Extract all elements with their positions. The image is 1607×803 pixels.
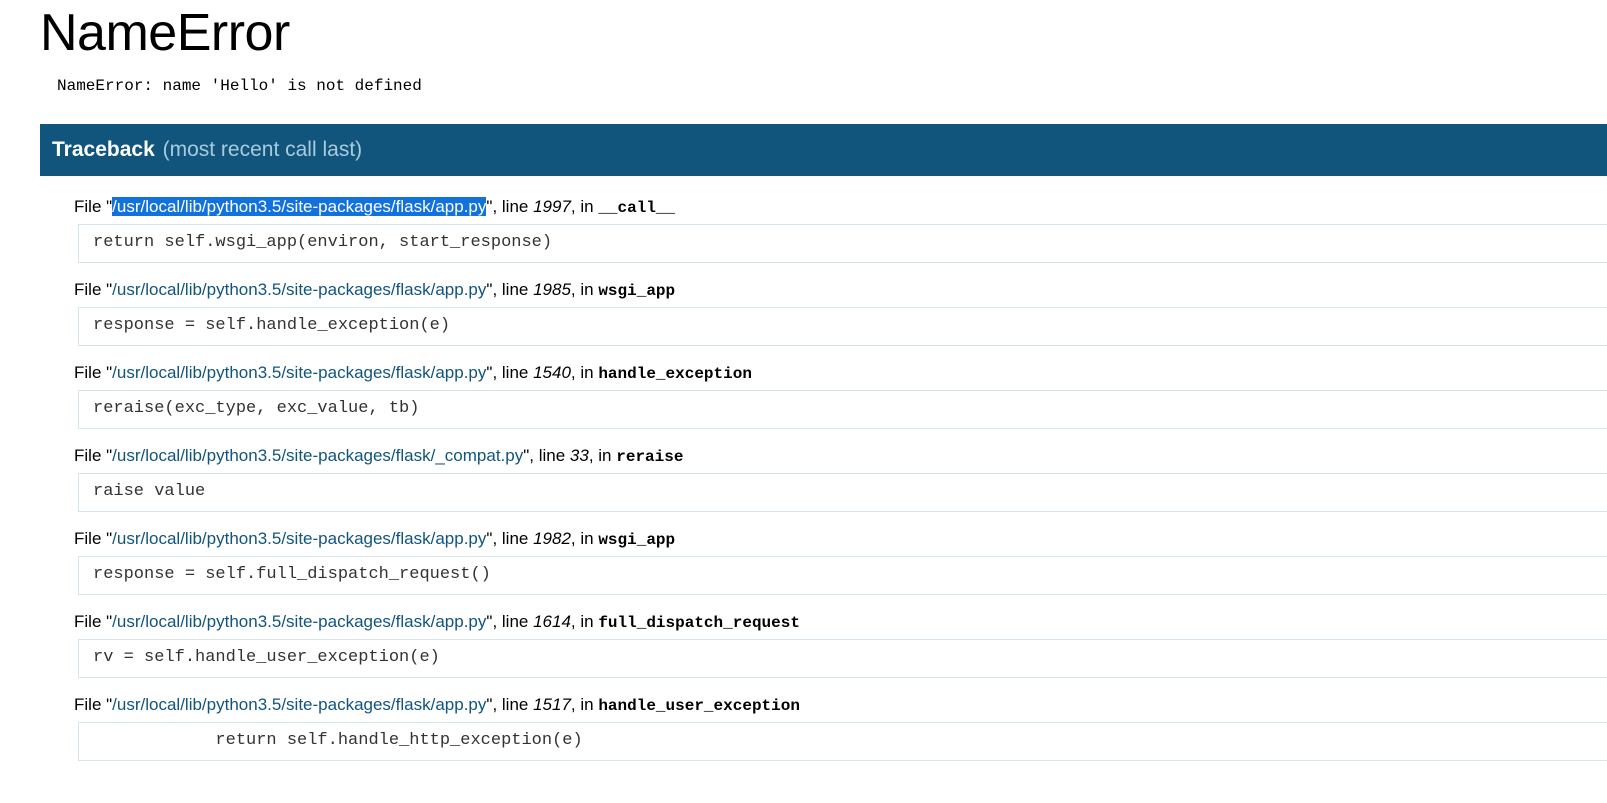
frame-line-label: , line xyxy=(492,695,534,714)
frame-function-name: full_dispatch_request xyxy=(598,614,800,632)
frame-file-path[interactable]: /usr/local/lib/python3.5/site-packages/f… xyxy=(112,363,487,382)
frame-line-number: 33 xyxy=(569,446,589,465)
frame-line-number: 1540 xyxy=(533,363,571,382)
traceback-frame: File "/usr/local/lib/python3.5/site-pack… xyxy=(40,694,1607,761)
frame-header[interactable]: File "/usr/local/lib/python3.5/site-pack… xyxy=(74,362,1607,390)
frame-line-number: 1982 xyxy=(533,529,571,548)
frame-in-label: , in xyxy=(570,612,599,631)
frame-quote-open: " xyxy=(106,695,113,714)
exception-summary: NameError: name 'Hello' is not defined xyxy=(57,77,422,95)
frame-file-label: File xyxy=(74,695,107,714)
frame-source-line: response = self.handle_exception(e) xyxy=(78,307,1607,346)
frame-line-label: , line xyxy=(492,197,534,216)
frame-quote-close: " xyxy=(486,695,493,714)
frame-quote-open: " xyxy=(106,197,113,216)
frame-function-name: handle_user_exception xyxy=(598,697,800,715)
frame-in-label: , in xyxy=(570,529,599,548)
traceback-frame: File "/usr/local/lib/python3.5/site-pack… xyxy=(40,279,1607,346)
frame-function-name: wsgi_app xyxy=(598,531,676,549)
frame-source-line: return self.wsgi_app(environ, start_resp… xyxy=(78,224,1607,263)
frame-line-label: , line xyxy=(492,363,534,382)
frame-quote-open: " xyxy=(106,612,113,631)
frame-header[interactable]: File "/usr/local/lib/python3.5/site-pack… xyxy=(74,445,1607,473)
frame-line-label: , line xyxy=(492,612,534,631)
frame-quote-close: " xyxy=(486,363,493,382)
frame-file-path[interactable]: /usr/local/lib/python3.5/site-packages/f… xyxy=(112,197,487,216)
traceback-frame: File "/usr/local/lib/python3.5/site-pack… xyxy=(40,445,1607,512)
frame-file-label: File xyxy=(74,280,107,299)
frame-header[interactable]: File "/usr/local/lib/python3.5/site-pack… xyxy=(74,528,1607,556)
frame-line-number: 1985 xyxy=(533,280,571,299)
frame-in-label: , in xyxy=(588,446,617,465)
frame-line-number: 1614 xyxy=(533,612,571,631)
frame-quote-open: " xyxy=(106,529,113,548)
frame-line-label: , line xyxy=(529,446,570,465)
traceback-panel: Traceback (most recent call last) File "… xyxy=(40,124,1607,761)
frame-quote-open: " xyxy=(106,363,113,382)
frame-function-name: reraise xyxy=(616,448,684,466)
frame-function-name: __call__ xyxy=(598,199,676,217)
frame-function-name: handle_exception xyxy=(598,365,752,383)
frame-file-path[interactable]: /usr/local/lib/python3.5/site-packages/f… xyxy=(112,529,487,548)
frame-source-line: response = self.full_dispatch_request() xyxy=(78,556,1607,595)
frame-line-number: 1997 xyxy=(533,197,571,216)
frame-header[interactable]: File "/usr/local/lib/python3.5/site-pack… xyxy=(74,611,1607,639)
frame-file-label: File xyxy=(74,446,107,465)
frame-source-line: rv = self.handle_user_exception(e) xyxy=(78,639,1607,678)
frame-quote-open: " xyxy=(106,280,113,299)
frame-file-path[interactable]: /usr/local/lib/python3.5/site-packages/f… xyxy=(112,612,487,631)
frame-quote-close: " xyxy=(523,446,530,465)
frame-file-label: File xyxy=(74,363,107,382)
frame-in-label: , in xyxy=(570,197,599,216)
frame-source-line: return self.handle_http_exception(e) xyxy=(78,722,1607,761)
frame-file-path[interactable]: /usr/local/lib/python3.5/site-packages/f… xyxy=(112,280,487,299)
frame-function-name: wsgi_app xyxy=(598,282,676,300)
frame-in-label: , in xyxy=(570,695,599,714)
traceback-frame-list: File "/usr/local/lib/python3.5/site-pack… xyxy=(40,176,1607,761)
traceback-subtitle: (most recent call last) xyxy=(162,138,363,161)
frame-header[interactable]: File "/usr/local/lib/python3.5/site-pack… xyxy=(74,694,1607,722)
frame-file-label: File xyxy=(74,612,107,631)
frame-in-label: , in xyxy=(570,280,599,299)
frame-source-line: raise value xyxy=(78,473,1607,512)
frame-quote-close: " xyxy=(486,280,493,299)
frame-in-label: , in xyxy=(570,363,599,382)
traceback-frame: File "/usr/local/lib/python3.5/site-pack… xyxy=(40,528,1607,595)
traceback-frame: File "/usr/local/lib/python3.5/site-pack… xyxy=(40,362,1607,429)
traceback-title: Traceback xyxy=(52,138,155,161)
frame-line-label: , line xyxy=(492,280,534,299)
frame-source-line: reraise(exc_type, exc_value, tb) xyxy=(78,390,1607,429)
frame-quote-close: " xyxy=(486,529,493,548)
frame-header[interactable]: File "/usr/local/lib/python3.5/site-pack… xyxy=(74,279,1607,307)
frame-file-label: File xyxy=(74,197,107,216)
frame-line-label: , line xyxy=(492,529,534,548)
frame-file-label: File xyxy=(74,529,107,548)
frame-quote-open: " xyxy=(106,446,113,465)
frame-quote-close: " xyxy=(486,612,493,631)
page-title: NameError xyxy=(40,4,290,62)
traceback-header: Traceback (most recent call last) xyxy=(40,124,1607,176)
frame-file-path[interactable]: /usr/local/lib/python3.5/site-packages/f… xyxy=(112,446,524,465)
traceback-frame: File "/usr/local/lib/python3.5/site-pack… xyxy=(40,611,1607,678)
frame-file-path[interactable]: /usr/local/lib/python3.5/site-packages/f… xyxy=(112,695,487,714)
traceback-frame: File "/usr/local/lib/python3.5/site-pack… xyxy=(40,196,1607,263)
frame-header[interactable]: File "/usr/local/lib/python3.5/site-pack… xyxy=(74,196,1607,224)
frame-line-number: 1517 xyxy=(533,695,571,714)
frame-quote-close: " xyxy=(486,197,493,216)
